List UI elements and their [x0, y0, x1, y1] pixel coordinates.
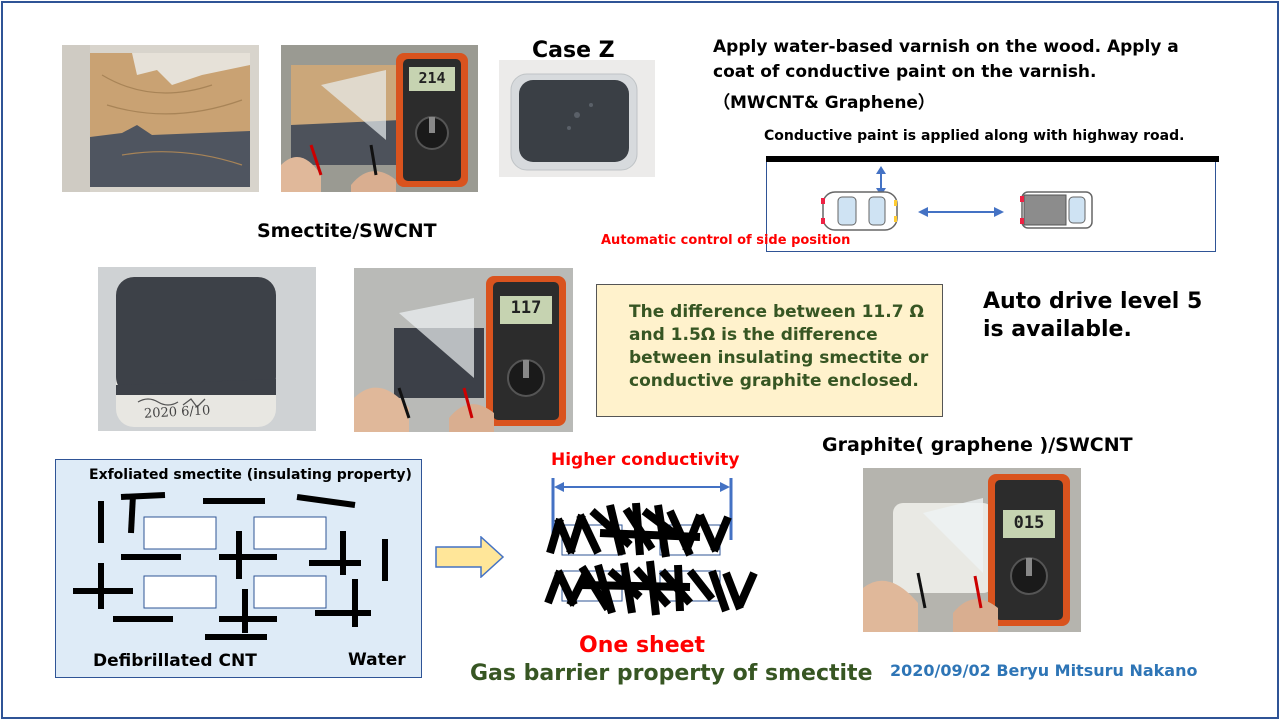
instruction-line-3: （MWCNT& Graphene） [713, 93, 935, 113]
case-z-label: Case Z [532, 38, 615, 63]
process-arrow-icon [435, 536, 505, 578]
car-icon [821, 191, 898, 231]
defibrillated-cnt-label: Defibrillated CNT [93, 651, 257, 671]
gas-barrier-label: Gas barrier property of smectite [470, 661, 873, 686]
highway-cars [821, 166, 1093, 231]
auto-drive-line-1: Auto drive level 5 [983, 289, 1203, 314]
highway-caption: Conductive paint is applied along with h… [764, 128, 1185, 144]
multimeter-photo-1: 214 [281, 45, 478, 192]
water-label: Water [348, 650, 406, 670]
exfoliated-smectite-label: Exfoliated smectite (insulating property… [89, 467, 412, 483]
graphite-swcnt-label: Graphite( graphene )/SWCNT [822, 434, 1133, 456]
multimeter-display-2: 117 [510, 298, 542, 318]
multimeter-display-3: 015 [1013, 513, 1045, 533]
auto-drive-line-2: is available. [983, 317, 1132, 342]
note-line-3: between insulating smectite or [629, 348, 929, 368]
multimeter-photo-3: 015 [863, 468, 1081, 632]
instruction-line-2: coat of conductive paint on the varnish. [713, 62, 1097, 82]
cnt-dispersion-drawing [73, 492, 388, 640]
conductive-network-drawing [544, 478, 758, 616]
multimeter-display-1: 214 [418, 69, 446, 87]
higher-conductivity-label: Higher conductivity [551, 450, 740, 470]
author-date-footer: 2020/09/02 Beryu Mitsuru Nakano [890, 661, 1198, 680]
case-z-photo [499, 60, 655, 177]
wood-board-photo [62, 45, 259, 192]
multimeter-photo-2: 117 [354, 268, 573, 432]
highway-road-edge [766, 156, 1219, 162]
one-sheet-label: One sheet [579, 633, 706, 658]
instruction-line-1: Apply water-based varnish on the wood. A… [713, 37, 1179, 57]
smectite-board-photo: 2020 6/10 [98, 267, 316, 431]
note-line-4: conductive graphite enclosed. [629, 371, 919, 391]
resistance-note-box [596, 284, 943, 417]
truck-icon [1020, 191, 1093, 229]
note-line-1: The difference between 11.7 Ω [629, 302, 924, 322]
side-control-note: Automatic control of side position [601, 233, 851, 248]
note-line-2: and 1.5Ω is the difference [629, 325, 878, 345]
smectite-swcnt-label: Smectite/SWCNT [257, 220, 437, 242]
